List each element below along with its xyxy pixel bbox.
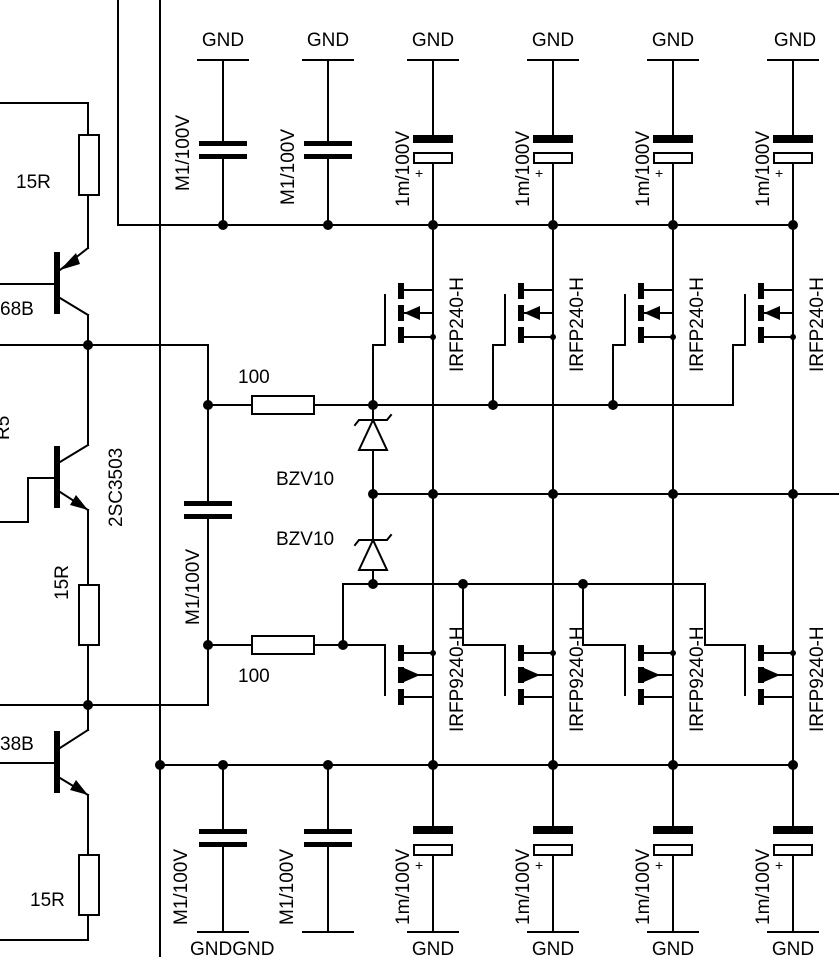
film-cap-label: M1/100V (277, 849, 298, 925)
gnd-label: GND (307, 30, 349, 51)
elec-cap-label: 1m/100V (633, 131, 654, 207)
bipolar-transistors (54, 246, 90, 797)
junction-dots (83, 220, 798, 770)
nmos-label: IRFP240-H (807, 277, 828, 372)
polarity-mark: + (655, 857, 663, 873)
electrolytic-capacitors (413, 135, 813, 856)
zener-diodes (353, 413, 393, 571)
gnd-label: GND (532, 30, 574, 51)
elec-cap-label: 1m/100V (513, 849, 534, 925)
gnd-label: GND (532, 939, 574, 957)
driver-transistor-label: 2SC3503 (106, 448, 127, 527)
film-cap-label: M1/100V (171, 849, 192, 925)
film-cap-label: M1/100V (173, 115, 194, 191)
elec-cap-label: 1m/100V (753, 849, 774, 925)
gnd-label: GND (202, 30, 244, 51)
polarity-mark: + (655, 165, 663, 181)
gnd-label: GND (772, 939, 814, 957)
nmos-transistors (384, 283, 794, 346)
transistor-partial-label: 38B (0, 734, 34, 755)
nmos-label: IRFP240-H (447, 277, 468, 372)
resistor-label-15r: 15R (52, 565, 73, 600)
elec-cap-label: 1m/100V (393, 131, 414, 207)
polarity-mark: + (535, 857, 543, 873)
pmos-label: IRFP9240-H (567, 626, 588, 732)
mosfet-labels: IRFP240-H IRFP240-H IRFP240-H IRFP240-H … (447, 277, 828, 732)
resistor-label-15r: 15R (30, 890, 65, 911)
partial-label: R5 (0, 416, 14, 440)
polarity-mark: + (415, 857, 423, 873)
polarity-mark: + (775, 857, 783, 873)
transistor-labels: 2SC3503 68B 38B R5 (0, 299, 127, 755)
resistor-label-100: 100 (238, 666, 270, 687)
gnd-label: GND (652, 30, 694, 51)
elec-cap-label: 1m/100V (633, 849, 654, 925)
zener-labels: BZV10 BZV10 (276, 469, 334, 550)
film-cap-label: M1/100V (278, 129, 299, 205)
resistor-labels: 15R 15R 15R 100 100 (16, 172, 270, 911)
elec-cap-label: 1m/100V (513, 131, 534, 207)
zener-label: BZV10 (276, 529, 334, 550)
gnd-label: GND (652, 939, 694, 957)
gnd-label: GND (412, 939, 454, 957)
pmos-label: IRFP9240-H (807, 626, 828, 732)
resistors (78, 134, 315, 916)
capacitor-labels: M1/100V M1/100V M1/100V M1/100V M1/100V … (171, 115, 783, 925)
resistor-label-15r: 15R (16, 172, 51, 193)
gnd-label: GND (412, 30, 454, 51)
film-cap-label: M1/100V (183, 549, 204, 625)
pmos-label: IRFP9240-H (687, 626, 708, 732)
nmos-label: IRFP240-H (567, 277, 588, 372)
polarity-mark: + (775, 165, 783, 181)
ground-bars (197, 59, 819, 933)
resistor-label-100: 100 (238, 367, 270, 388)
film-capacitors (184, 141, 352, 847)
gnd-label: GND (774, 30, 816, 51)
gnd-pair-label: GNDGND (190, 939, 274, 957)
elec-cap-label: 1m/100V (753, 131, 774, 207)
polarity-mark: + (535, 165, 543, 181)
pmos-label: IRFP9240-H (447, 626, 468, 732)
nmos-label: IRFP240-H (687, 277, 708, 372)
polarity-mark: + (415, 165, 423, 181)
transistor-partial-label: 68B (0, 299, 34, 320)
gnd-labels: GND GND GND GND GND GND GNDGND GND GND G… (190, 30, 816, 957)
pmos-transistors (384, 644, 794, 705)
zener-label: BZV10 (276, 469, 334, 490)
elec-cap-label: 1m/100V (393, 849, 414, 925)
